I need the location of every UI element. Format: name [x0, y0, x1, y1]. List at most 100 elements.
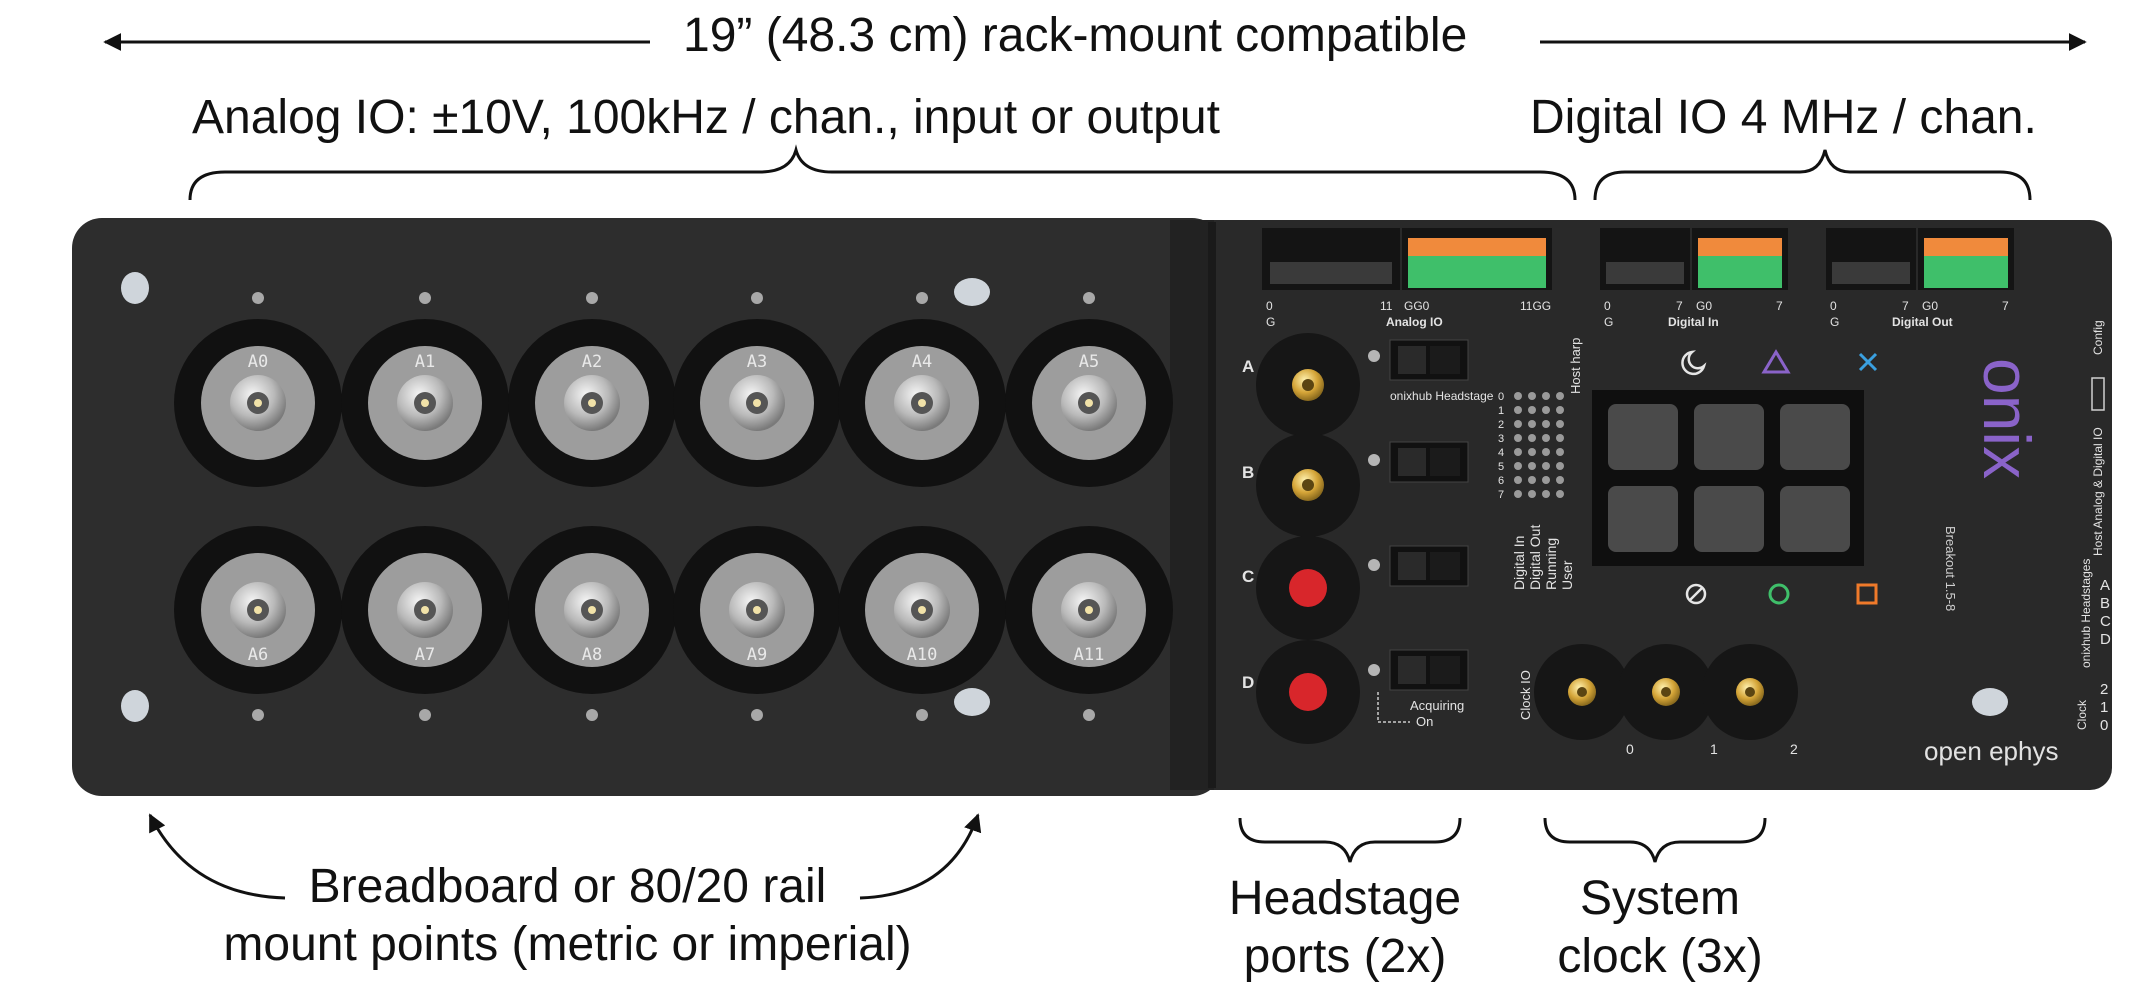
bnc-label: A3: [747, 352, 767, 372]
side-labels: Config Host Analog & Digital IO onixhub …: [2075, 320, 2111, 734]
pad-button[interactable]: [1608, 404, 1678, 470]
bnc-label: A2: [582, 352, 602, 372]
triangle-icon: [1761, 349, 1791, 374]
bnc-label: A5: [1079, 352, 1099, 372]
bnc-connector[interactable]: A4: [838, 319, 1006, 487]
svg-text:Digital In: Digital In: [1668, 315, 1719, 329]
svg-text:2: 2: [1498, 419, 1504, 431]
bnc-connector[interactable]: A3: [673, 319, 841, 487]
analog-io-annotation: Analog IO: ±10V, 100kHz / chan., input o…: [192, 91, 1220, 144]
pad-button[interactable]: [1780, 486, 1850, 552]
led-matrix: [1514, 392, 1564, 498]
analog-brace: [188, 144, 1577, 201]
mount-hole: [954, 688, 990, 716]
bnc-connector[interactable]: A11: [1005, 526, 1173, 694]
usb-icon: [2091, 377, 2105, 411]
mount-hole: [121, 272, 149, 304]
svg-text:1: 1: [2100, 699, 2108, 716]
svg-text:2: 2: [2100, 681, 2108, 698]
svg-text:7: 7: [2002, 299, 2009, 313]
terminal-labels: 0 11 GG0 11GG G Analog IO 0 7 G0 7 G Dig…: [1266, 299, 2009, 329]
clock-port-2[interactable]: [1702, 644, 1798, 740]
clock-port-0[interactable]: [1534, 644, 1630, 740]
headstage-port-a[interactable]: [1256, 333, 1360, 437]
digital-out-terminal-block[interactable]: [1826, 228, 2014, 290]
svg-text:11GG: 11GG: [1520, 299, 1551, 313]
headstage-annotation: Headstage ports (2x): [1210, 870, 1480, 985]
bnc-connector[interactable]: A7: [341, 526, 509, 694]
clock-line-1: System: [1579, 872, 1741, 925]
digital-in-terminal-block[interactable]: [1600, 228, 1788, 290]
bnc-label: A1: [415, 352, 435, 372]
red-button-c[interactable]: [1256, 536, 1360, 640]
svg-text:0: 0: [1604, 299, 1611, 313]
pad-button[interactable]: [1608, 486, 1678, 552]
slashed-circle-icon: [1685, 583, 1707, 605]
svg-text:0: 0: [1498, 391, 1504, 403]
headstage-line-2: ports (2x): [1243, 929, 1447, 983]
svg-text:B: B: [2100, 595, 2110, 612]
mount-hole: [954, 278, 990, 306]
bnc-label: A8: [582, 645, 602, 665]
clock-annotation: System clock (3x): [1530, 870, 1790, 985]
acquiring-switch[interactable]: [1389, 649, 1469, 691]
led-row-numbers: 0 1 2 3 4 5 6 7: [1498, 391, 1504, 501]
svg-text:0: 0: [2100, 717, 2108, 734]
analog-terminal-block[interactable]: [1262, 228, 1552, 290]
port-letter: C: [1242, 567, 1254, 586]
pad-button[interactable]: [1780, 404, 1850, 470]
svg-text:Digital In: Digital In: [1511, 536, 1527, 590]
breadboard-annotation: Breadboard or 80/20 rail mount points (m…: [200, 858, 935, 973]
bnc-connector[interactable]: A5: [1005, 319, 1173, 487]
headstage-port-b[interactable]: [1256, 433, 1360, 537]
port-leds: [1368, 350, 1380, 676]
acquiring-bracket: [1377, 692, 1410, 723]
bnc-connector[interactable]: A6: [174, 526, 342, 694]
clock-port-1[interactable]: [1618, 644, 1714, 740]
clock-brace: [1543, 817, 1767, 863]
bnc-label: A9: [747, 645, 767, 665]
red-button-d[interactable]: [1256, 640, 1360, 744]
bnc-connector[interactable]: A0: [174, 319, 342, 487]
pad-button[interactable]: [1694, 404, 1764, 470]
svg-text:G0: G0: [1696, 299, 1712, 313]
clock-number: 2: [1790, 741, 1798, 757]
pad-button[interactable]: [1694, 486, 1764, 552]
svg-text:0: 0: [1266, 299, 1273, 313]
headstage-switch-b[interactable]: [1389, 441, 1469, 483]
clock-number: 1: [1710, 741, 1718, 757]
bnc-leds-top: [252, 292, 1095, 304]
maker-label: open ephys: [1924, 736, 2058, 766]
svg-text:G: G: [1604, 315, 1613, 329]
cross-icon: [1858, 352, 1878, 372]
bnc-connector[interactable]: A8: [508, 526, 676, 694]
svg-text:Config: Config: [2091, 320, 2105, 355]
svg-text:7: 7: [1498, 489, 1504, 501]
bnc-connector[interactable]: A1: [341, 319, 509, 487]
svg-text:1: 1: [1498, 405, 1504, 417]
digital-io-annotation: Digital IO 4 MHz / chan.: [1530, 91, 2037, 144]
headstage-switch-a[interactable]: [1389, 339, 1469, 381]
bnc-connector[interactable]: A9: [673, 526, 841, 694]
svg-text:onixhub Headstages: onixhub Headstages: [2079, 559, 2093, 668]
svg-text:Digital Out: Digital Out: [1892, 315, 1953, 329]
svg-text:0: 0: [1830, 299, 1837, 313]
port-letter: B: [1242, 463, 1254, 482]
bnc-connector[interactable]: A2: [508, 319, 676, 487]
svg-text:User: User: [1559, 560, 1575, 590]
clock-line-2: clock (3x): [1557, 929, 1763, 983]
version-label: Breakout 1.5-8: [1943, 526, 1958, 611]
svg-text:G: G: [1266, 315, 1275, 329]
headstage-line-1: Headstage: [1228, 872, 1462, 925]
svg-text:5: 5: [1498, 461, 1504, 473]
headstage-brace: [1238, 817, 1462, 863]
svg-text:11: 11: [1380, 299, 1393, 313]
circle-icon: [1768, 583, 1790, 605]
svg-text:G: G: [1830, 315, 1839, 329]
bnc-connector[interactable]: A10: [838, 526, 1006, 694]
headstage-switch-label: onixhub Headstage: [1390, 389, 1494, 403]
svg-text:D: D: [2100, 631, 2111, 648]
rack-annotation: 19” (48.3 cm) rack-mount compatible: [683, 9, 1468, 62]
bnc-label: A6: [248, 645, 268, 665]
headstage-switch-c[interactable]: [1389, 545, 1469, 587]
